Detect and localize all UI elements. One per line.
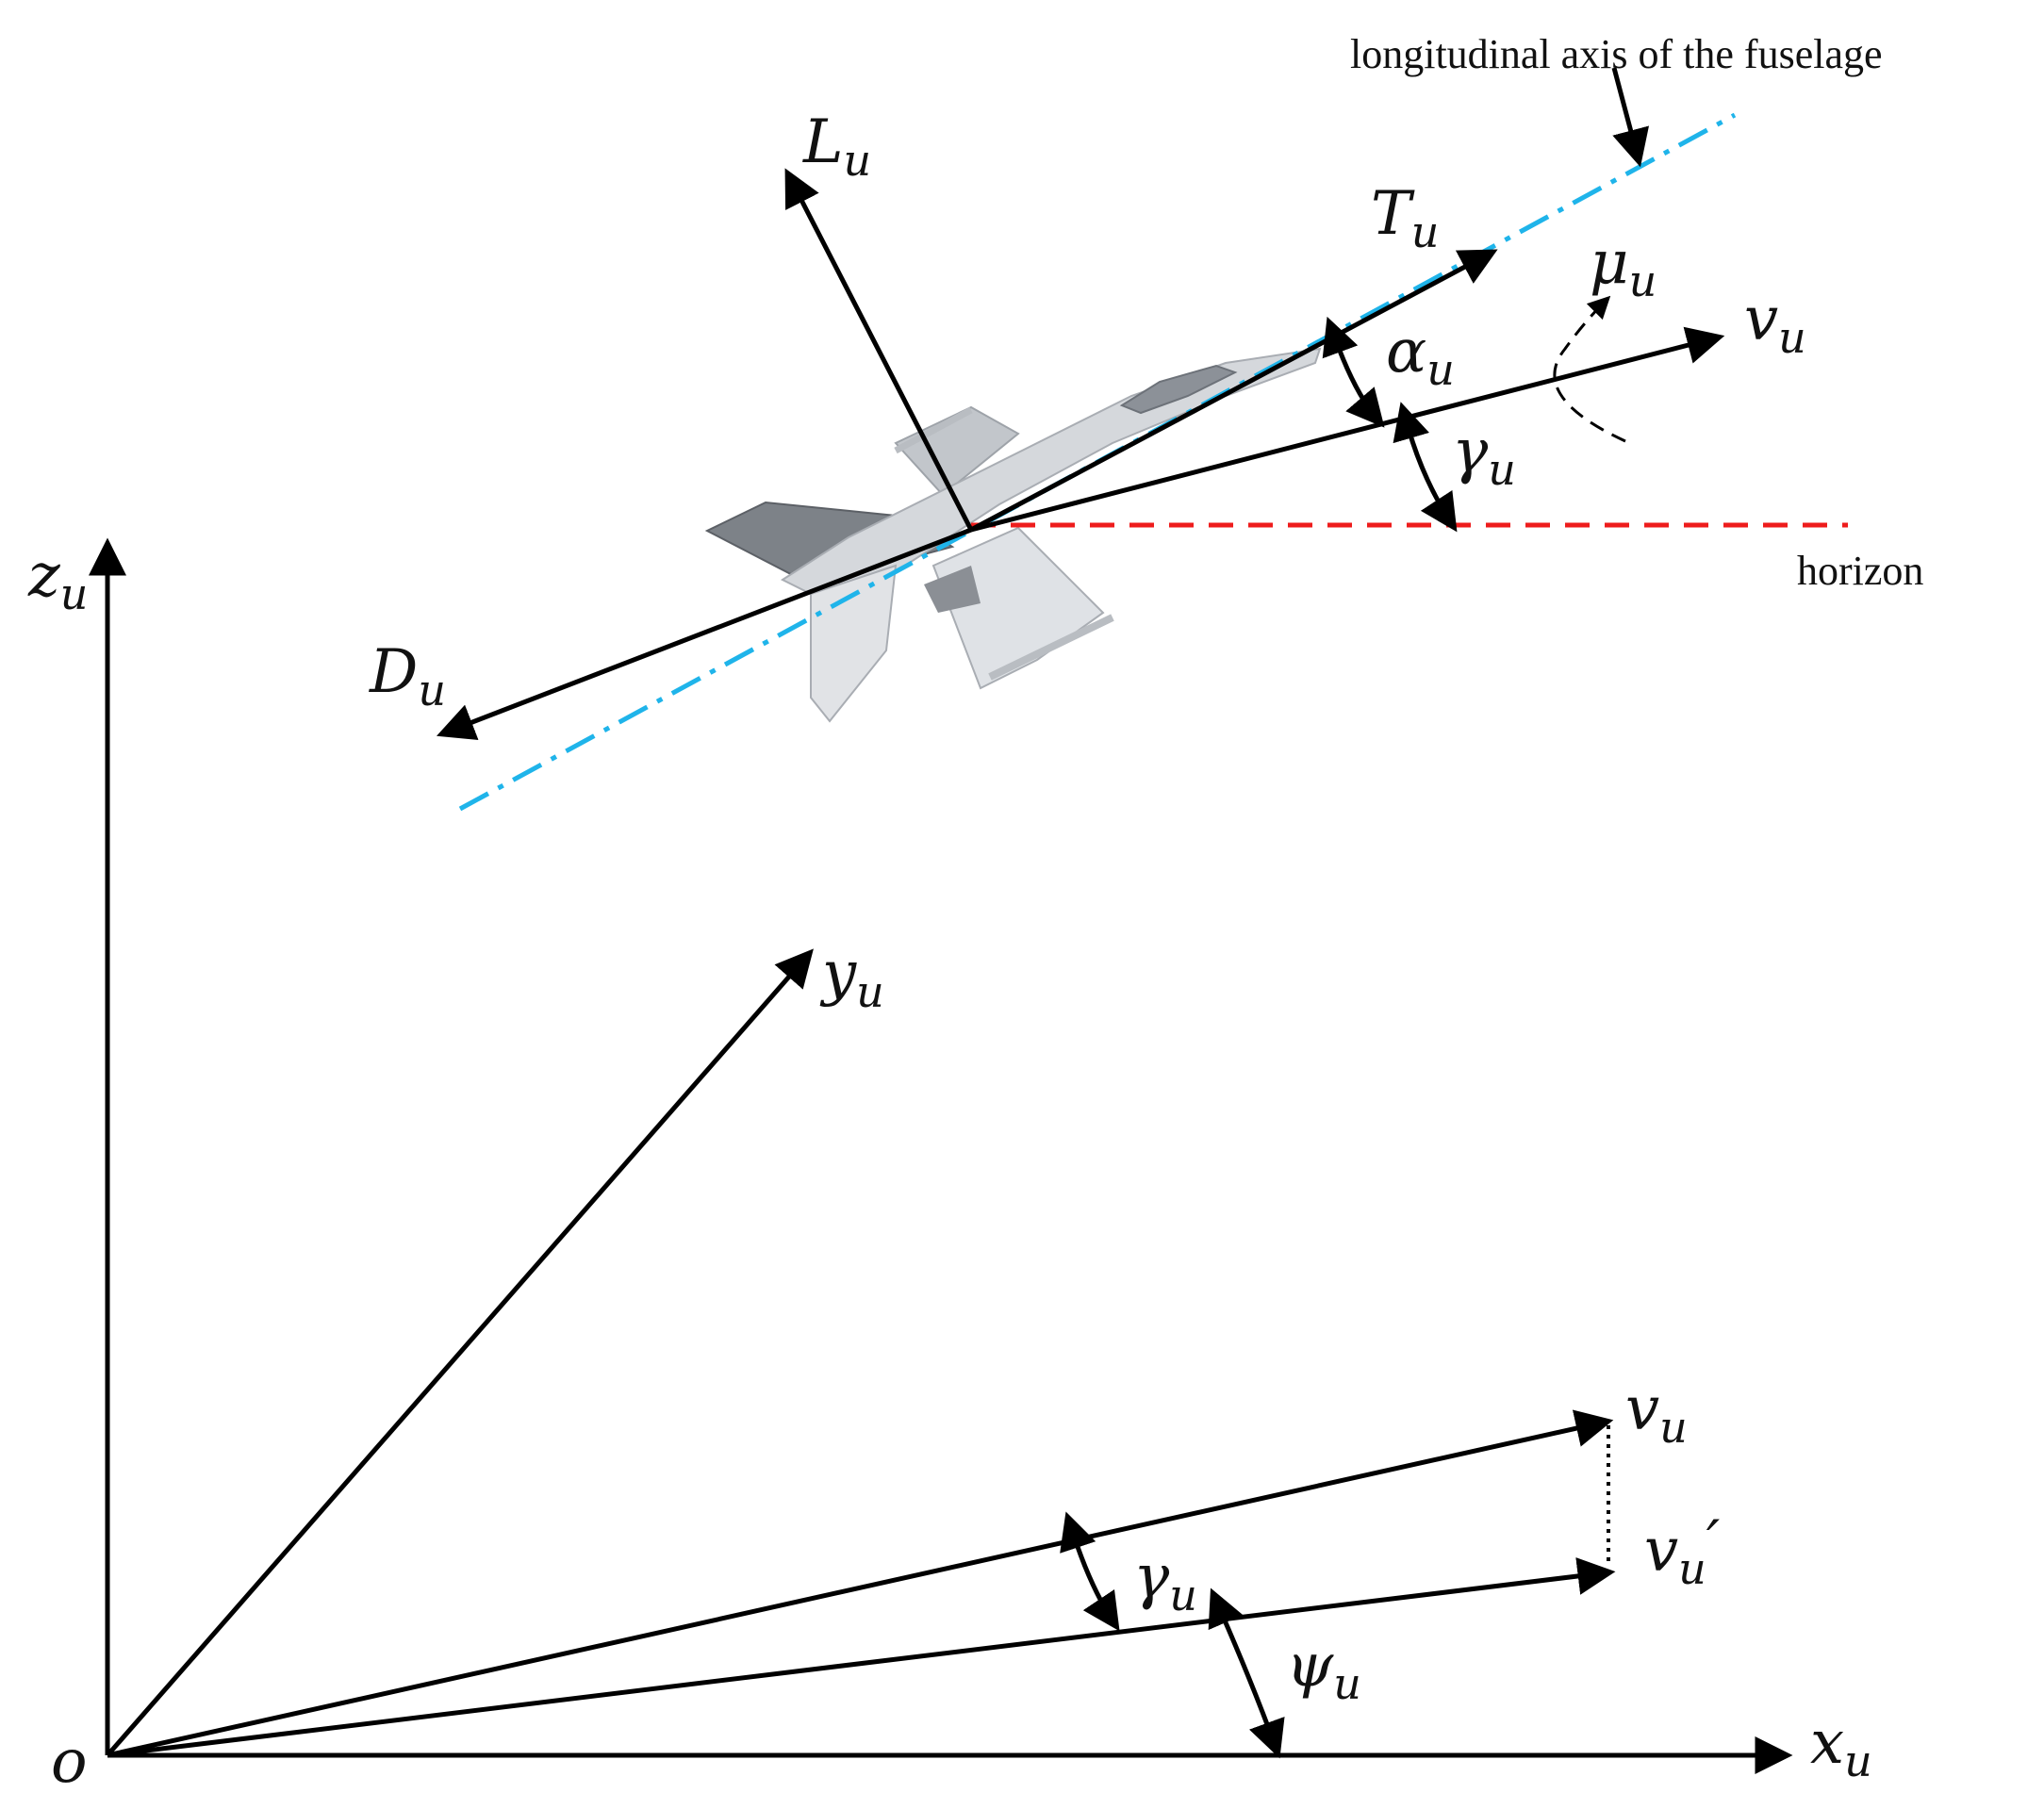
- horizon-annotation: horizon: [1797, 548, 1923, 594]
- mu-label: μu: [1590, 228, 1657, 306]
- velocity-projection-label: vu′: [1644, 1508, 1721, 1594]
- gamma-angle-arc-top: [1393, 402, 1458, 533]
- velocity-vector-bottom: [107, 1409, 1614, 1758]
- aircraft-illustration: [704, 347, 1322, 723]
- drag-vector: [437, 527, 972, 740]
- psi-label: ψu: [1286, 1631, 1361, 1709]
- lift-vector: [784, 168, 974, 532]
- fuselage-axis-pointer: [1611, 67, 1649, 168]
- alpha-angle-arc: [1322, 316, 1385, 428]
- alpha-label: αu: [1386, 317, 1455, 395]
- velocity-label-top: vu: [1744, 285, 1806, 363]
- z-axis-label: zu: [27, 541, 88, 619]
- gamma-label-top: γu: [1452, 417, 1516, 495]
- x-axis-label: xu: [1810, 1708, 1872, 1786]
- origin-label: o: [51, 1727, 88, 1793]
- psi-angle-arc: [1208, 1587, 1285, 1759]
- aircraft-wingtip-rail: [988, 614, 1114, 681]
- thrust-label: Tu: [1371, 179, 1439, 257]
- y-axis-label: yu: [819, 939, 884, 1017]
- lift-label: Lu: [802, 107, 871, 186]
- velocity-vector-top: [970, 326, 1725, 533]
- drag-label: Du: [369, 637, 446, 716]
- aircraft-far-wing: [894, 405, 1020, 497]
- aircraft-wingtip-rail: [894, 406, 973, 454]
- gamma-angle-arc-bottom: [1060, 1511, 1120, 1632]
- fuselage-axis-annotation: longitudinal axis of the fuselage: [1350, 31, 1883, 77]
- aircraft-intake: [924, 566, 981, 613]
- thrust-vector: [969, 249, 1498, 533]
- aircraft-canopy: [1119, 364, 1238, 415]
- velocity-projection-vector: [107, 1557, 1616, 1758]
- gamma-label-bottom: γu: [1133, 1542, 1197, 1620]
- velocity-label-bottom: vu: [1625, 1374, 1688, 1453]
- y-axis: [106, 948, 814, 1757]
